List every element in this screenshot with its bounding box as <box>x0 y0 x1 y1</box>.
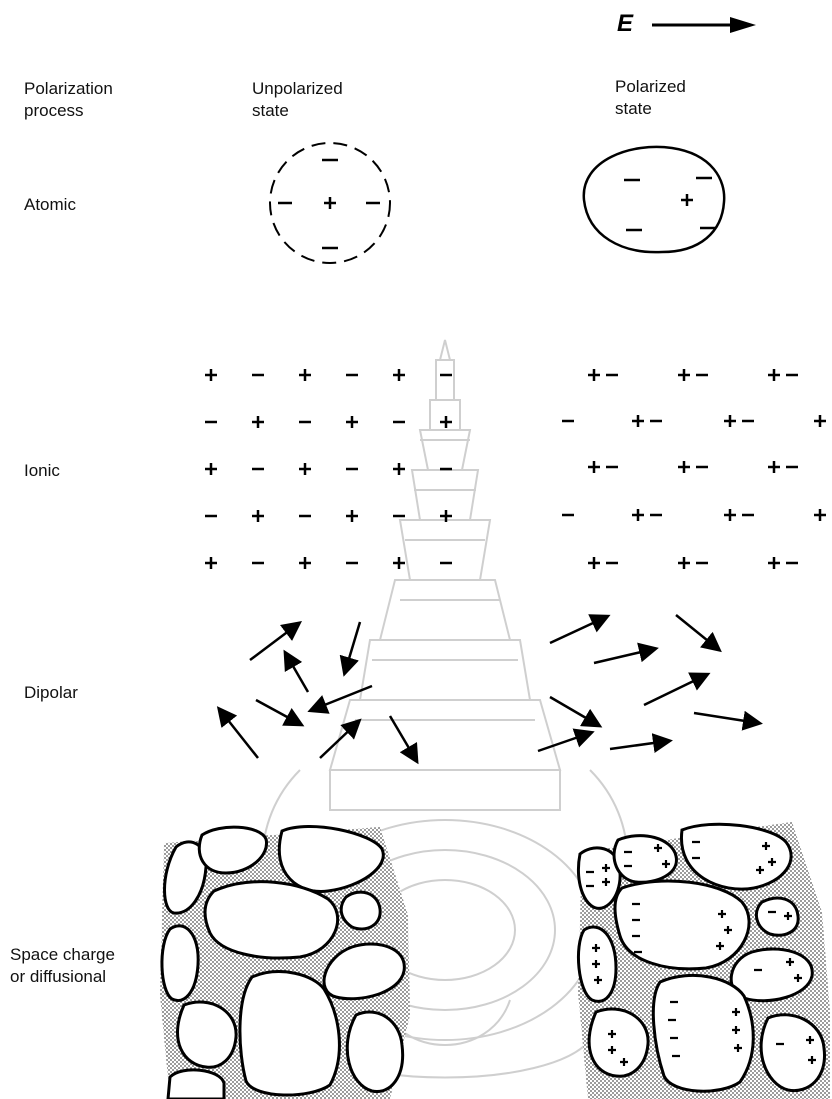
row-label-atomic: Atomic <box>24 194 76 216</box>
row-label-space-charge: Space charge or diffusional <box>10 944 115 988</box>
positive-ion-sign <box>393 557 405 569</box>
positive-ion-sign <box>205 557 217 569</box>
column-header-unpolarized: Unpolarized state <box>252 78 343 122</box>
positive-ion-sign <box>440 510 452 522</box>
positive-ion-sign <box>346 510 358 522</box>
right-arrow-icon <box>650 14 760 36</box>
field-label: E <box>617 10 633 38</box>
positive-ion-sign <box>205 369 217 381</box>
positive-ion-sign <box>393 463 405 475</box>
positive-ion-sign <box>299 369 311 381</box>
positive-ion-sign <box>252 510 264 522</box>
positive-ion-sign <box>205 463 217 475</box>
positive-ion-sign <box>346 416 358 428</box>
positive-ion-sign <box>393 369 405 381</box>
dipolar-unpolarized-dipoles <box>200 610 440 770</box>
positive-ion-sign <box>299 557 311 569</box>
space-charge-polarized-grains <box>572 812 832 1099</box>
dipolar-polarized-dipoles <box>530 605 770 765</box>
column-header-polarized: Polarized state <box>615 76 686 120</box>
atomic-unpolarized-atom <box>262 138 402 268</box>
row-label-dipolar: Dipolar <box>24 682 78 704</box>
ionic-polarized-lattice <box>550 355 832 585</box>
ionic-unpolarized-lattice <box>195 355 475 585</box>
space-charge-unpolarized-grains <box>150 815 430 1099</box>
column-header-process: Polarization process <box>24 78 113 122</box>
atomic-polarized-atom <box>572 140 732 260</box>
positive-ion-sign <box>440 416 452 428</box>
positive-ion-sign <box>299 463 311 475</box>
positive-ion-sign <box>252 416 264 428</box>
row-label-ionic: Ionic <box>24 460 60 482</box>
